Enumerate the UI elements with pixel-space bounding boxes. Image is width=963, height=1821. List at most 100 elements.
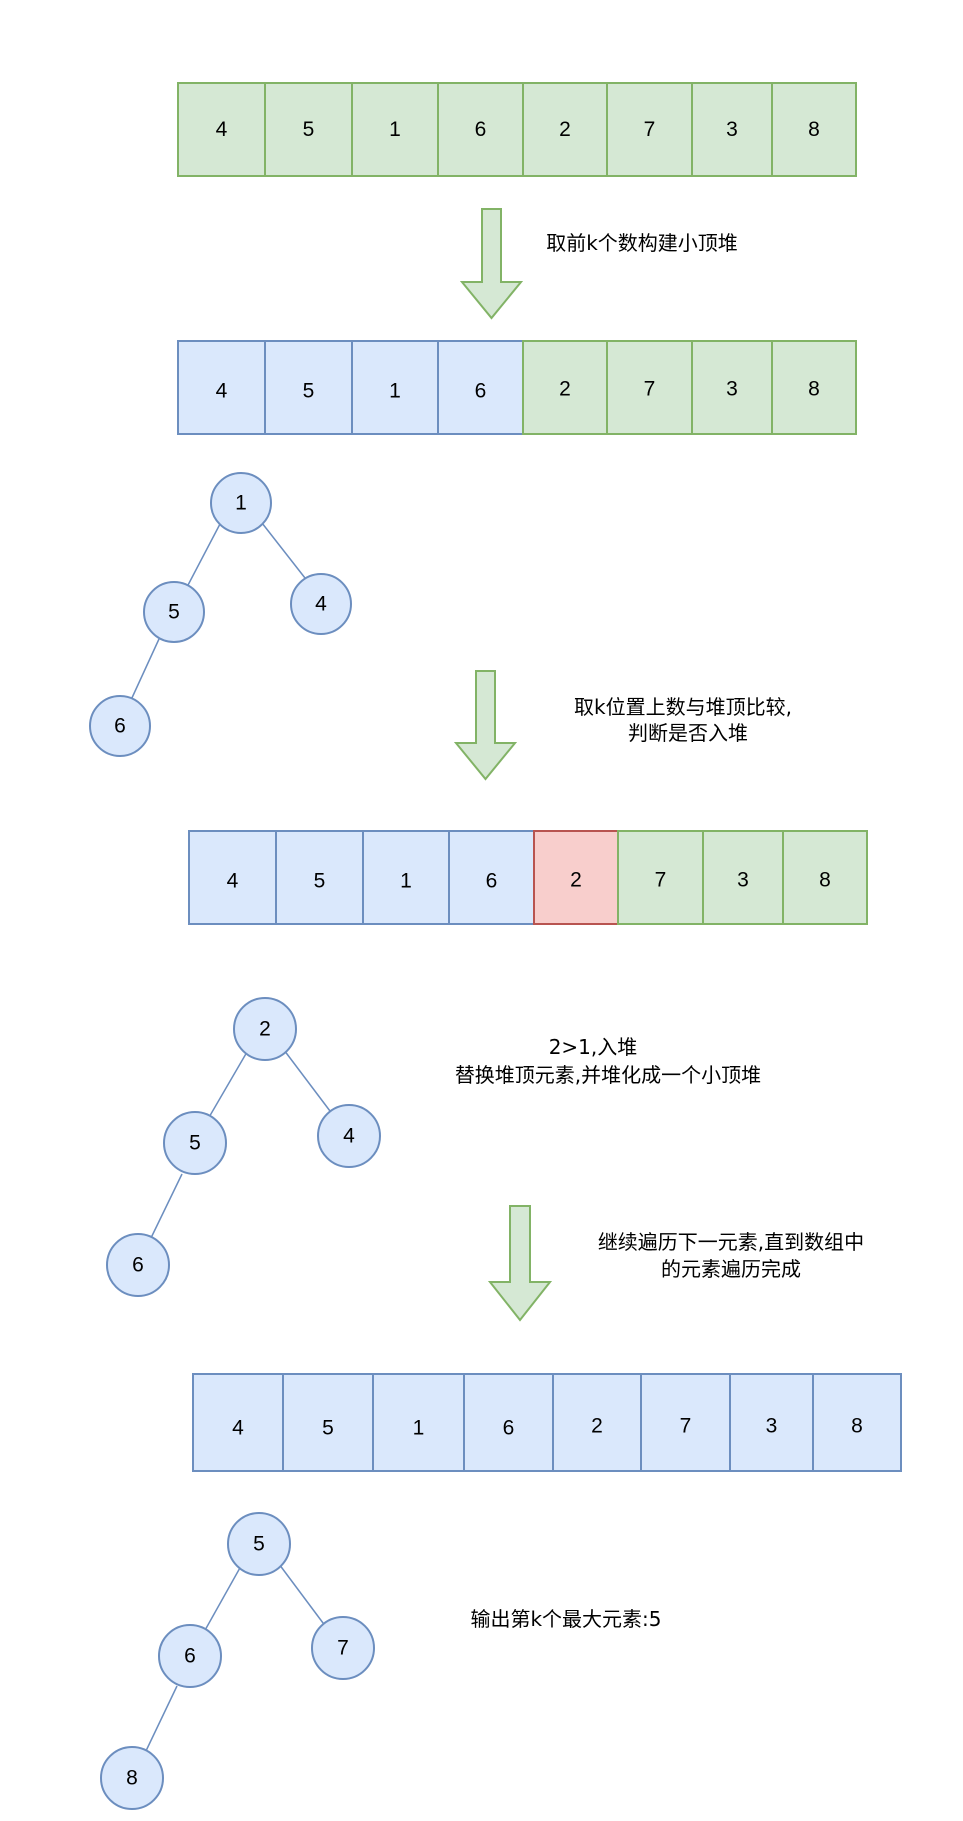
array-cell: 2 [533, 830, 619, 925]
array-cell: 8 [771, 340, 857, 435]
down-arrow-1 [459, 208, 524, 320]
array-cell: 7 [617, 830, 704, 925]
svg-text:6: 6 [486, 870, 498, 893]
svg-text:8: 8 [819, 869, 831, 892]
tree-edge [149, 1173, 183, 1241]
svg-text:3: 3 [737, 869, 749, 892]
heap-tree-3: 5 6 7 8 [100, 1512, 375, 1810]
svg-text:2: 2 [559, 378, 571, 401]
tree-node-left: 5 [143, 581, 205, 643]
array-cell: 5 [275, 830, 364, 925]
result-label: 输出第k个最大元素:5 [470, 1607, 661, 1631]
array-row-4: 4 5 1 6 2 7 3 8 [192, 1373, 902, 1472]
array-cell: 4 [177, 340, 266, 435]
heap-tree-2: 2 5 4 6 [106, 997, 381, 1297]
svg-text:2: 2 [559, 118, 571, 141]
tree-node-left: 6 [158, 1624, 222, 1688]
svg-text:4: 4 [343, 1125, 355, 1148]
array-cell: 7 [640, 1373, 731, 1472]
array-cell: 4 [188, 830, 277, 925]
array-cell: 1 [351, 340, 439, 435]
svg-text:1: 1 [389, 118, 401, 141]
tree-node-left-left: 8 [100, 1746, 164, 1810]
array-cell: 5 [264, 340, 353, 435]
svg-text:1: 1 [235, 492, 247, 515]
array-cell: 1 [372, 1373, 465, 1472]
tree-edge [261, 522, 306, 579]
svg-text:3: 3 [726, 378, 738, 401]
step-label-2-line-1: 取k位置上数与堆顶比较, [574, 695, 792, 719]
svg-text:5: 5 [303, 380, 315, 403]
svg-text:8: 8 [808, 378, 820, 401]
step-label-4-line-2: 的元素遍历完成 [661, 1257, 801, 1281]
tree-node-right: 4 [317, 1104, 381, 1168]
svg-text:6: 6 [184, 1645, 196, 1668]
array-cell: 6 [437, 82, 524, 177]
svg-text:7: 7 [644, 378, 656, 401]
array-cell: 6 [463, 1373, 554, 1472]
svg-text:2: 2 [570, 869, 582, 892]
svg-text:5: 5 [168, 601, 180, 624]
svg-text:8: 8 [808, 118, 820, 141]
svg-text:4: 4 [315, 593, 327, 616]
tree-edge [186, 523, 221, 588]
svg-text:6: 6 [503, 1417, 515, 1440]
svg-text:2: 2 [591, 1415, 603, 1438]
array-cell: 2 [522, 340, 608, 435]
tree-node-left-left: 6 [89, 695, 151, 757]
array-cell: 8 [812, 1373, 902, 1472]
array-cell: 3 [729, 1373, 814, 1472]
svg-text:5: 5 [189, 1132, 201, 1155]
step-label-3-line-1: 2>1,入堆 [549, 1035, 638, 1059]
array-row-2: 4 5 1 6 2 7 3 8 [177, 340, 857, 435]
step-label-2-line-2: 判断是否入堆 [628, 721, 748, 745]
svg-text:5: 5 [303, 118, 315, 141]
svg-text:7: 7 [655, 869, 667, 892]
tree-edge [144, 1685, 178, 1754]
tree-node-root: 5 [227, 1512, 291, 1576]
array-cell: 4 [177, 82, 266, 177]
svg-text:4: 4 [216, 380, 228, 403]
down-arrow-3 [487, 1205, 553, 1322]
array-cell: 1 [362, 830, 450, 925]
array-cell: 2 [552, 1373, 642, 1472]
svg-text:4: 4 [216, 118, 228, 141]
tree-edge [207, 1051, 248, 1120]
tree-node-root: 2 [233, 997, 297, 1061]
svg-text:2: 2 [259, 1018, 271, 1041]
svg-text:3: 3 [766, 1415, 778, 1438]
svg-text:6: 6 [475, 380, 487, 403]
svg-text:7: 7 [680, 1415, 692, 1438]
array-cell: 6 [448, 830, 535, 925]
array-cell: 5 [264, 82, 353, 177]
array-cell: 3 [702, 830, 784, 925]
svg-text:6: 6 [475, 118, 487, 141]
array-cell: 1 [351, 82, 439, 177]
array-cell: 5 [282, 1373, 374, 1472]
tree-node-right: 4 [290, 573, 352, 635]
svg-text:3: 3 [726, 118, 738, 141]
array-cell: 8 [771, 82, 857, 177]
svg-text:4: 4 [232, 1417, 244, 1440]
tree-edge [283, 1049, 334, 1116]
array-cell: 7 [606, 82, 693, 177]
array-cell: 3 [691, 82, 773, 177]
down-arrow-2 [453, 670, 518, 781]
svg-text:6: 6 [114, 715, 126, 738]
heap-tree-1: 1 5 4 6 [89, 472, 352, 757]
svg-text:7: 7 [644, 118, 656, 141]
array-row-1: 4 5 1 6 2 7 3 8 [177, 82, 857, 177]
svg-text:8: 8 [126, 1767, 138, 1790]
tree-node-left-left: 6 [106, 1233, 170, 1297]
svg-text:4: 4 [227, 870, 239, 893]
tree-edge [278, 1563, 327, 1628]
array-row-3: 4 5 1 6 2 7 3 8 [188, 830, 868, 925]
tree-edge [130, 638, 160, 701]
svg-text:5: 5 [322, 1417, 334, 1440]
array-cell: 8 [782, 830, 868, 925]
step-label-3-line-2: 替换堆顶元素,并堆化成一个小顶堆 [455, 1063, 761, 1087]
array-cell: 2 [522, 82, 608, 177]
svg-text:8: 8 [851, 1415, 863, 1438]
tree-node-right: 7 [311, 1616, 375, 1680]
